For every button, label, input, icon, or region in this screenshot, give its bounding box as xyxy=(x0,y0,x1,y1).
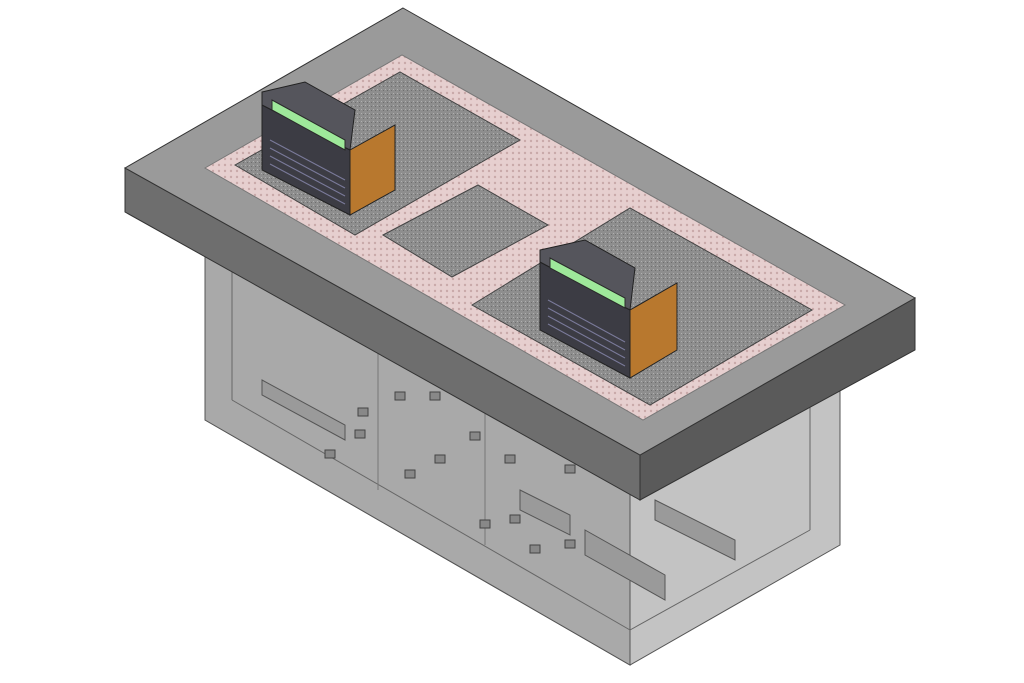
equipment-unit-left xyxy=(261,81,396,216)
status-light-left xyxy=(271,99,346,151)
access-hatch-center xyxy=(381,184,550,278)
mounting-clips xyxy=(324,391,576,554)
status-light-right xyxy=(549,257,626,309)
equipment-unit-right xyxy=(539,239,678,379)
